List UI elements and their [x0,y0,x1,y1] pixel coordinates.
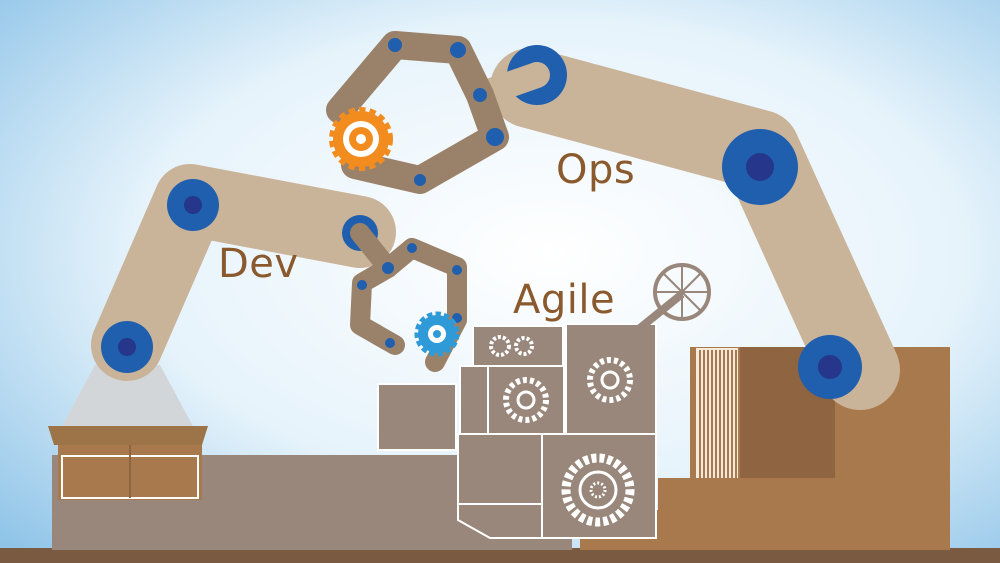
ops-label: Ops [556,147,636,193]
floor [0,548,1000,563]
gear-machine [377,323,657,539]
ops-robot-arm [326,31,900,410]
orange-gear [329,107,393,171]
blue-gear [414,311,460,357]
open-cardboard-box [48,426,208,500]
dev-label: Dev [218,241,299,287]
crank-wheel [637,263,711,332]
machine-gears [489,335,635,527]
agile-label: Agile [513,277,616,323]
arm-base-light [60,365,195,430]
